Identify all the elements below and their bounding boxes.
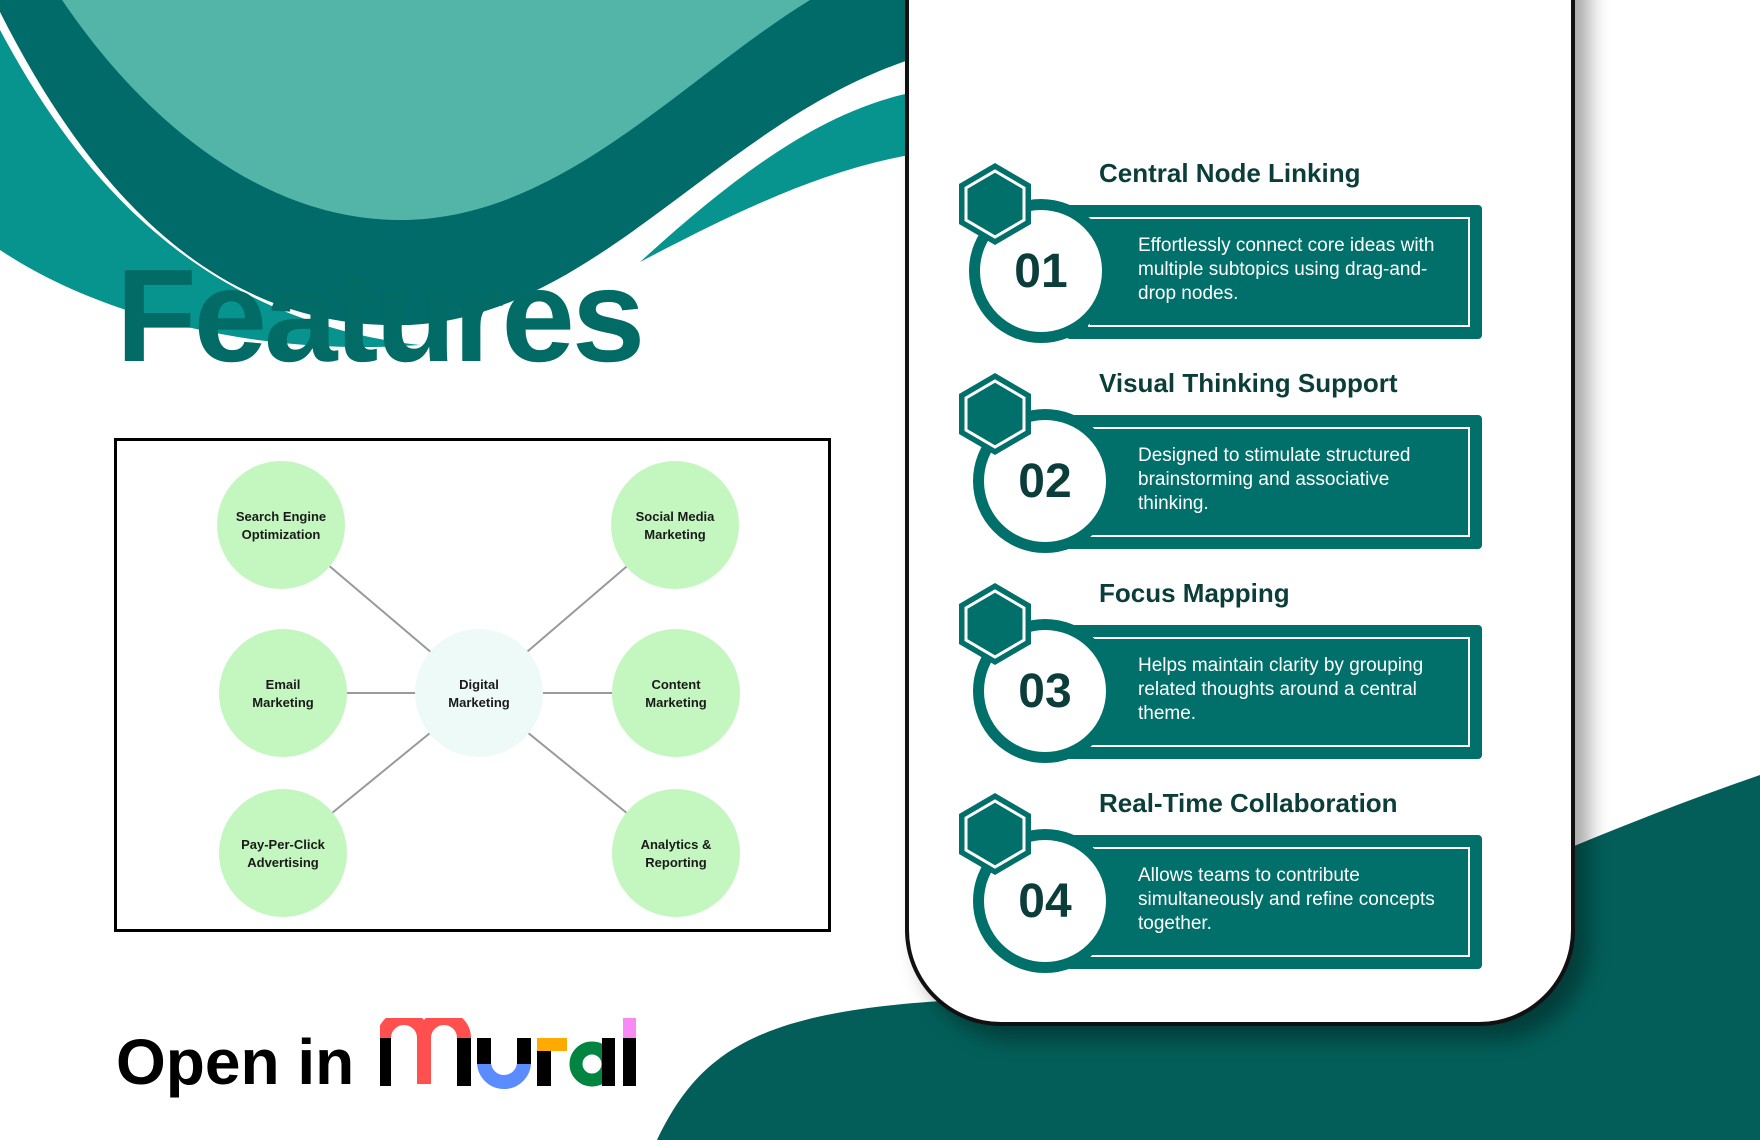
mural-logo xyxy=(377,1011,636,1089)
feature-card xyxy=(1066,415,1482,549)
feature-number-badge: 02 xyxy=(973,409,1117,553)
feature-title: Focus Mapping xyxy=(1099,578,1290,608)
node-label: Marketing xyxy=(645,695,706,710)
feature-number: 04 xyxy=(1018,874,1072,928)
wave-light xyxy=(62,0,810,220)
node-label: Pay-Per-Click xyxy=(241,837,326,852)
node-label: Search Engine xyxy=(236,509,326,524)
topic-node[interactable] xyxy=(219,629,347,757)
wave-teal-right xyxy=(640,92,915,262)
feature-description: Allows teams to contribute simultaneousl… xyxy=(1138,865,1435,934)
feature-card xyxy=(1066,205,1482,339)
wave-teal-lower xyxy=(0,30,450,348)
feature-description: Designed to stimulate structured brainst… xyxy=(1138,445,1411,514)
topic-node[interactable] xyxy=(219,789,347,917)
topic-node[interactable] xyxy=(612,789,740,917)
node-label: Digital xyxy=(459,677,499,692)
feature-number: 01 xyxy=(1014,244,1068,298)
node-label: Reporting xyxy=(645,855,706,870)
open-in-mural-button[interactable]: Open in xyxy=(116,1011,636,1099)
feature-number-badge: 01 xyxy=(969,199,1113,343)
topic-node[interactable] xyxy=(611,461,739,589)
feature-card xyxy=(1066,835,1482,969)
topic-node[interactable] xyxy=(612,629,740,757)
feature-card xyxy=(1066,625,1482,759)
feature-title: Central Node Linking xyxy=(1099,158,1361,188)
hexagon-icon xyxy=(959,793,1031,875)
bottom-right-shape xyxy=(657,775,1760,1140)
hexagon-icon xyxy=(959,373,1031,455)
feature-number: 02 xyxy=(1018,454,1072,508)
feature-number-badge: 04 xyxy=(973,829,1117,973)
feature-description: Effortlessly connect core ideas with mul… xyxy=(1138,235,1435,304)
node-label: Advertising xyxy=(247,855,319,870)
page-title: Features xyxy=(116,242,645,389)
node-label: Optimization xyxy=(242,527,321,542)
node-label: Analytics & xyxy=(641,837,712,852)
topic-node[interactable] xyxy=(217,461,345,589)
node-label: Content xyxy=(651,677,701,692)
central-node[interactable] xyxy=(415,629,543,757)
node-label: Marketing xyxy=(448,695,509,710)
feature-title: Visual Thinking Support xyxy=(1099,368,1398,398)
node-label: Social Media xyxy=(636,509,716,524)
node-label: Marketing xyxy=(252,695,313,710)
feature-description: Helps maintain clarity by grouping relat… xyxy=(1138,655,1424,724)
node-label: Marketing xyxy=(644,527,705,542)
open-in-label: Open in xyxy=(116,1026,355,1098)
feature-title: Real-Time Collaboration xyxy=(1099,788,1398,818)
feature-number: 03 xyxy=(1018,664,1072,718)
hexagon-icon xyxy=(959,163,1031,245)
hexagon-icon xyxy=(959,583,1031,665)
node-label: Email xyxy=(266,677,301,692)
